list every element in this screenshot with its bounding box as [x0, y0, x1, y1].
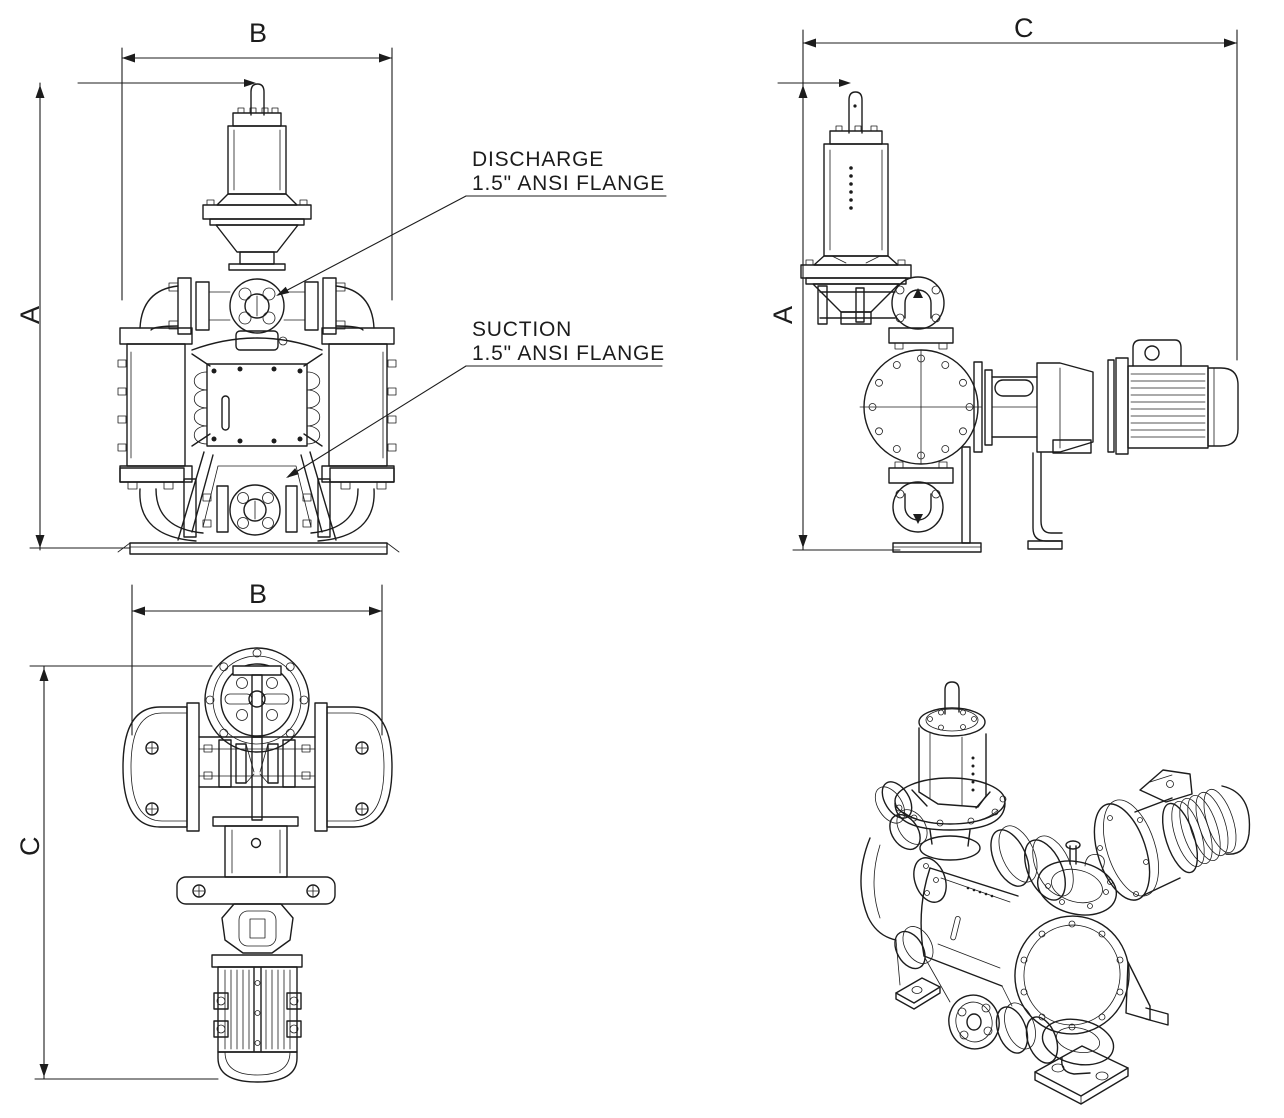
iso-construction-lines [895, 939, 1013, 1007]
top-electric-motor [217, 966, 298, 1053]
suction-leader-line [287, 365, 467, 478]
iso-suction-flange [948, 994, 1115, 1075]
annotation-suction: SUCTION 1.5" ANSI FLANGE [286, 318, 665, 478]
annotation-discharge: DISCHARGE 1.5" ANSI FLANGE [276, 148, 667, 296]
side-stands [892, 446, 1063, 553]
side-drive-train [973, 339, 1239, 455]
top-dim-c: C [15, 665, 219, 1080]
iso-rear-left [860, 781, 947, 970]
side-electric-motor [1127, 365, 1209, 449]
iso-air-motor [918, 681, 987, 808]
discharge-leader-arrow [276, 286, 290, 296]
top-pump-body [122, 702, 393, 832]
top-discharge-flange [204, 647, 310, 753]
side-motor-terminal-box [1132, 339, 1182, 367]
isometric-view [860, 681, 1251, 1105]
front-dim-a-label: A [15, 306, 45, 324]
iso-mid-flanges [990, 825, 1118, 916]
annotation-suction-line2: 1.5" ANSI FLANGE [472, 342, 665, 365]
annotation-suction-line1: SUCTION [472, 318, 572, 341]
side-dim-a: A [768, 79, 901, 551]
iso-motor-terminal-box [1139, 769, 1193, 803]
front-center-body [191, 330, 323, 447]
top-dim-c-label: C [15, 837, 45, 857]
top-dim-b: B [131, 579, 383, 736]
side-pump-chamber [859, 349, 983, 465]
suction-leader-arrow [286, 468, 299, 478]
top-drive [176, 816, 336, 1083]
top-dim-b-label: B [249, 579, 267, 609]
front-discharge-flange [229, 278, 285, 334]
iso-feet [895, 961, 1169, 1105]
side-view: C A [768, 13, 1239, 553]
front-dim-a: A [15, 79, 256, 551]
front-discharge-manifold [139, 277, 375, 335]
top-view: B C [15, 579, 393, 1083]
front-dim-b-label: B [249, 18, 267, 48]
front-dim-b: B [121, 18, 393, 301]
annotation-discharge-line1: DISCHARGE [472, 148, 604, 171]
annotation-discharge-line2: 1.5" ANSI FLANGE [472, 172, 665, 195]
iso-center-body [920, 867, 1019, 987]
iso-front-chamber [1014, 915, 1130, 1035]
iso-dome-flange [894, 777, 1007, 861]
discharge-leader-line [277, 195, 467, 296]
front-suction-manifold [117, 451, 400, 555]
side-dim-a-label: A [768, 306, 798, 324]
side-suction-elbow [888, 461, 954, 533]
front-air-chambers [117, 327, 397, 483]
front-view: B A [15, 18, 400, 555]
top-right-chamber-screws [355, 741, 369, 816]
motor-brand-marks [849, 166, 853, 210]
iso-motor-brand-marks [971, 756, 975, 792]
side-dim-c-label: C [1014, 13, 1034, 43]
top-left-chamber-screws [145, 741, 159, 816]
side-dim-c: C [802, 13, 1238, 551]
iso-body-brand-marks [966, 886, 994, 898]
iso-horizontal-motor [1093, 769, 1251, 901]
front-air-motor [202, 83, 312, 271]
side-discharge-elbow [817, 276, 954, 350]
